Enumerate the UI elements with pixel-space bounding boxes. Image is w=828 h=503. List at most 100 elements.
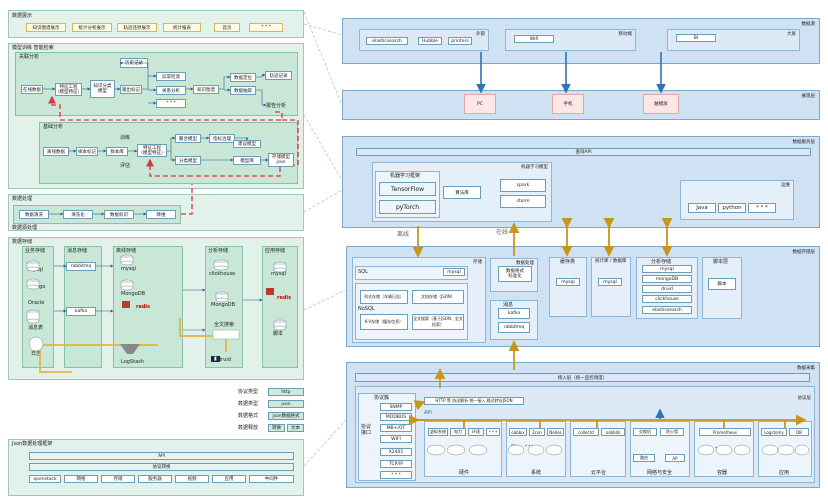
data-display-panel: 数据展示 知识图谱展示 统计分析展示 轨迹还原展示 统计报表 首页 * * * — [8, 10, 304, 38]
cache-panel: 缓存类 — [549, 257, 587, 317]
access-layer-bar: 接入层（统一监控调度） — [355, 373, 810, 382]
legend-label-protocol: 协议类型 — [238, 389, 259, 395]
display-button-report[interactable]: 统计报表 — [163, 23, 201, 32]
group-hardware-title: 硬件 — [459, 470, 470, 476]
json-api: API — [29, 452, 294, 460]
cleaning-title: 数据处理 — [516, 261, 534, 266]
legend: 协议类型 http 数据类型 json 数据格式 json数据格式 数据释放 转… — [236, 387, 308, 435]
net-ap: AP — [665, 454, 685, 462]
legend-label-format: 数据格式 — [238, 413, 259, 419]
db-icons — [26, 254, 287, 352]
src-printers: printers — [448, 37, 472, 45]
queue-kafka: kafka — [498, 308, 530, 319]
biz-log: 日志 — [31, 351, 42, 357]
analytic-mongodb: mongoDB — [642, 275, 692, 283]
display-phone[interactable]: 手机 — [552, 94, 584, 114]
agreement-title: 协议簇 — [374, 395, 390, 401]
queue-panel: 消息 — [490, 300, 538, 340]
legend-label-release: 数据释放 — [238, 425, 259, 431]
src-elasticsearch: elasticsearch — [366, 37, 408, 45]
display-button-more[interactable]: * * * — [249, 23, 283, 32]
store-kv: K-V存储（缓存信息） — [360, 314, 408, 330]
proto-mbot: MB+/OT — [380, 424, 412, 432]
hw-power: 电力 — [450, 428, 466, 436]
off-redis: redis — [136, 304, 151, 310]
behavior-title: 基础分析 — [43, 124, 64, 130]
ops-more: * * * — [748, 203, 776, 213]
cloud-collectd: collectd — [573, 428, 599, 436]
display-pc[interactable]: PC — [464, 94, 496, 114]
group-application-title: 应用 — [779, 470, 790, 476]
json-framework-panel: Json数据处理框架 API 协议转换 openstack 网络 存储 服务器 … — [8, 439, 304, 496]
script-title: 脚本层 — [713, 259, 729, 265]
ana-clickhouse: clickhouse — [209, 271, 236, 277]
online-label: 在线 — [496, 229, 509, 236]
group-cloud-title: 云平台 — [591, 470, 607, 476]
relational-mysql: mysql — [598, 278, 622, 286]
collect-title: 数据采集 — [797, 366, 815, 371]
sys-nodes: Nodes — [547, 428, 564, 436]
source-group-mobile: 移动端 — [505, 29, 636, 51]
node-online-data: 在线数据 — [21, 85, 43, 94]
node-feature-eng: 特征工程 （模型特征） — [55, 83, 82, 96]
group-network: 网络与安全 交换机 防火墙 路由 AP — [630, 421, 690, 477]
node-feature-eng-label: 特征工程 （模型特征） — [55, 84, 82, 95]
queue-title: 消息 — [503, 302, 514, 308]
proto-more: * * * — [380, 471, 412, 479]
script-item: 脚本 — [708, 278, 736, 290]
store-mysql: mysql — [443, 268, 465, 276]
group-mobile-title: 移动端 — [618, 32, 633, 37]
display-button-home[interactable]: 首页 — [214, 23, 240, 32]
ana-druid: druid — [218, 357, 231, 363]
off-mysql: mysql — [121, 266, 136, 272]
node-feature-eng-2: 特征工程 （模型特征） — [137, 144, 167, 157]
store-fulltext: 全文搜索（基于JSON、全文检索） — [412, 314, 464, 330]
display-button-knowledge[interactable]: 知识图谱展示 — [26, 23, 66, 32]
app-logstomy: Logstomy — [761, 428, 787, 436]
net-switch: 交换机 — [633, 428, 657, 436]
ml-spark: spark — [500, 179, 546, 192]
hw-more: * * * — [486, 428, 500, 436]
group-network-title: 网络与安全 — [647, 470, 673, 476]
json-item-middleware: 中间件 — [249, 475, 294, 483]
app-db: DB — [789, 428, 809, 436]
gold-arrows — [39, 218, 807, 428]
api-label: API — [424, 410, 432, 416]
processing-inner — [13, 205, 181, 224]
proc-clean: 数据清洗 — [19, 210, 49, 219]
relation-title: 关联分析 — [19, 54, 40, 60]
off-logstash: LogStash — [121, 359, 144, 365]
col-business-title: 业务存储 — [25, 248, 46, 254]
druid-logo: ▮ — [211, 356, 220, 362]
ctr-prometheus: Prometheus — [699, 428, 751, 436]
ml-pytorch: pyTorch — [379, 200, 436, 214]
data-display-title: 数据展示 — [12, 13, 33, 19]
offline-label: 离线 — [397, 231, 410, 238]
legend-value-type: json — [268, 400, 304, 408]
hw-env: 环境 — [468, 428, 484, 436]
ml-algorithm-lib: 算法库 — [443, 186, 481, 199]
display-button-stats[interactable]: 统计分析展示 — [72, 23, 112, 32]
query-api[interactable]: 查询API — [356, 148, 811, 156]
src-hubble: Hubble — [418, 37, 442, 45]
proto-layer-title: 协议层 — [797, 396, 812, 401]
col-message-title: 消息存储 — [67, 248, 88, 254]
node-store-model-label: 存储模型 json — [272, 155, 290, 165]
display-button-track[interactable]: 轨迹还原展示 — [117, 23, 157, 32]
source-display-arrows — [476, 52, 666, 420]
json-framework-title: Json数据处理框架 — [12, 441, 53, 447]
group-system-title: 系统 — [531, 470, 542, 476]
app-mysql: mysql — [271, 271, 286, 277]
col-offline-title: 离线存储 — [116, 248, 137, 254]
display-touch[interactable]: 触摸屏 — [643, 94, 679, 114]
ops-title: 运维 — [781, 183, 790, 188]
group-screen-title: 大屏 — [787, 32, 796, 37]
analytic-mysql: mysql — [642, 265, 692, 273]
off-mongodb: MongoDB — [121, 291, 146, 297]
net-firewall: 防火墙 — [660, 428, 684, 436]
ml-storm: storm — [500, 195, 546, 208]
queue-rabbitmq: rabbitmq — [498, 322, 530, 333]
node-report: 报告分析 — [266, 103, 287, 109]
sources-title: 数据源 — [801, 22, 816, 27]
